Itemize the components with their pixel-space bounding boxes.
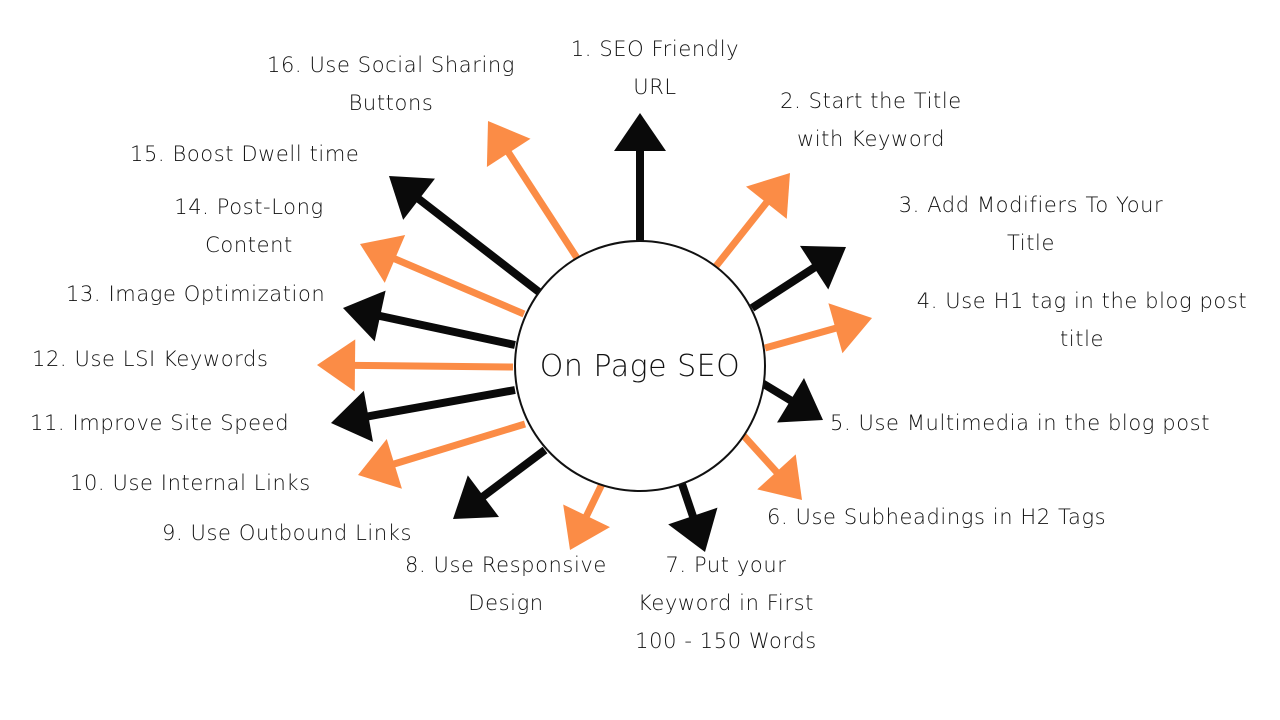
arrow-shaft — [677, 479, 698, 520]
center-node-label: On Page SEO — [539, 348, 741, 384]
arrow-9-black — [453, 446, 548, 519]
arrowhead-icon — [343, 290, 386, 342]
item-label-15: 15. Boost Dwell time — [130, 135, 359, 173]
item-label-9: 9. Use Outbound Links — [162, 514, 412, 552]
item-label-8-line-1: 8. Use Responsive — [405, 553, 607, 577]
arrowhead-icon — [331, 390, 373, 442]
item-label-16-line-1: 16. Use Social Sharing — [266, 53, 515, 77]
arrowhead-icon — [799, 245, 846, 290]
arrow-4-orange — [764, 303, 872, 354]
arrowhead-icon — [828, 303, 872, 354]
arrow-shaft — [352, 361, 514, 371]
arrowhead-icon — [358, 439, 402, 489]
item-label-7-line-1: 7. Put your — [665, 553, 787, 577]
arrow-shaft — [377, 311, 516, 349]
item-label-7-line-3: 100 - 150 Words — [635, 629, 817, 653]
item-label-5-line-1: 5. Use Multimedia in the blog post — [830, 411, 1211, 435]
arrow-2-orange — [710, 173, 790, 273]
arrow-shaft — [365, 386, 516, 421]
item-label-10-line-1: 10. Use Internal Links — [70, 471, 311, 495]
arrow-shaft — [740, 432, 781, 476]
arrow-3-black — [749, 245, 846, 312]
arrowhead-icon — [389, 176, 435, 220]
item-label-16-line-2: Buttons — [348, 91, 434, 115]
arrow-shaft — [582, 482, 606, 520]
arrow-shaft — [391, 420, 527, 468]
item-label-10: 10. Use Internal Links — [70, 464, 311, 502]
arrowhead-icon — [757, 454, 802, 500]
item-label-13-line-1: 13. Image Optimization — [66, 282, 326, 306]
arrow-5-black — [759, 378, 823, 423]
arrow-shaft — [710, 199, 771, 273]
item-label-2-line-2: with Keyword — [796, 127, 946, 151]
arrowhead-icon — [453, 475, 499, 519]
arrow-shaft — [759, 379, 795, 405]
arrow-10-orange — [358, 420, 527, 489]
item-label-6: 6. Use Subheadings in H2 Tags — [767, 498, 1106, 536]
item-label-7-line-2: Keyword in First — [638, 591, 814, 615]
arrow-6-orange — [740, 432, 802, 500]
arrowhead-icon — [668, 507, 718, 552]
item-label-16: 16. Use Social Sharing Buttons — [236, 46, 546, 122]
item-label-12: 12. Use LSI Keywords — [32, 340, 269, 378]
item-label-14-line-1: 14. Post-Long — [174, 195, 324, 219]
arrow-shaft — [749, 263, 818, 312]
item-label-2: 2. Start the Title with Keyword — [746, 82, 996, 158]
arrow-7-black — [668, 479, 718, 552]
arrowhead-icon — [614, 113, 666, 151]
arrowhead-icon — [486, 121, 531, 168]
arrowhead-icon — [563, 504, 610, 550]
arrow-shaft — [415, 194, 542, 296]
item-label-15-line-1: 15. Boost Dwell time — [130, 142, 360, 166]
arrow-11-black — [331, 386, 516, 442]
item-label-3-line-1: 3. Add Modifiers To Your — [898, 193, 1164, 217]
item-label-12-line-1: 12. Use LSI Keywords — [32, 347, 269, 371]
arrowhead-icon — [360, 235, 406, 283]
arrow-14-orange — [360, 235, 526, 318]
arrow-1-black — [614, 113, 666, 244]
arrow-shaft — [504, 149, 580, 260]
item-label-1: 1. SEO Friendly URL — [548, 30, 762, 106]
arrow-8-orange — [563, 482, 610, 550]
arrowhead-icon — [777, 378, 823, 423]
item-label-1-line-1: 1. SEO Friendly — [570, 37, 740, 61]
item-label-6-line-1: 6. Use Subheadings in H2 Tags — [767, 505, 1107, 529]
item-label-11-line-1: 11. Improve Site Speed — [30, 411, 290, 435]
item-label-14: 14. Post-Long Content — [144, 188, 354, 264]
arrow-shaft — [479, 446, 548, 501]
item-label-8-line-2: Design — [468, 591, 544, 615]
item-label-14-line-2: Content — [205, 233, 293, 257]
item-label-4-line-2: title — [1059, 327, 1105, 351]
item-label-9-line-1: 9. Use Outbound Links — [162, 521, 413, 545]
item-label-8: 8. Use Responsive Design — [380, 546, 632, 622]
item-label-5: 5. Use Multimedia in the blog post — [830, 404, 1210, 442]
item-label-4-line-1: 4. Use H1 tag in the blog post — [916, 289, 1248, 313]
item-label-13: 13. Image Optimization — [66, 275, 325, 313]
item-label-2-line-1: 2. Start the Title — [780, 89, 962, 113]
arrow-13-black — [343, 290, 516, 349]
arrowhead-icon — [746, 173, 790, 219]
item-label-4: 4. Use H1 tag in the blog post title — [884, 282, 1280, 358]
center-node: On Page SEO — [514, 240, 766, 492]
item-label-3-line-2: Title — [1006, 231, 1055, 255]
arrow-shaft — [391, 254, 526, 318]
item-label-1-line-2: URL — [633, 75, 677, 99]
arrow-15-black — [389, 176, 542, 296]
arrowhead-icon — [317, 339, 356, 392]
arrow-shaft — [764, 324, 839, 352]
arrow-12-orange — [317, 339, 514, 392]
item-label-3: 3. Add Modifiers To Your Title — [856, 186, 1206, 262]
item-label-11: 11. Improve Site Speed — [30, 404, 289, 442]
arrow-16-orange — [486, 121, 580, 260]
item-label-7: 7. Put your Keyword in First 100 - 150 W… — [606, 546, 846, 660]
